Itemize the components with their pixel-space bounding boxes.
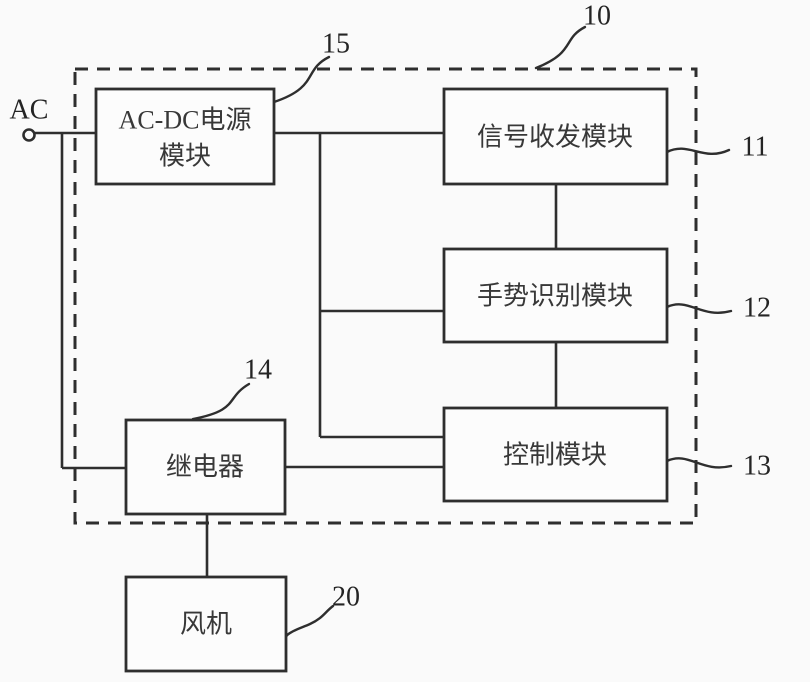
leader-line-15	[272, 55, 331, 104]
block-relay-rect	[124, 418, 287, 516]
block-fan: 风机	[124, 575, 288, 673]
leader-line-10	[534, 25, 587, 70]
block-gesture-recognition-module: 手势识别模块	[442, 247, 669, 344]
block-signal-transceiver-rect	[442, 87, 669, 186]
block-acdc-power-module: AC-DC电源 模块	[94, 87, 276, 186]
leader-line-12	[665, 303, 733, 314]
block-relay-label: 继电器	[166, 453, 244, 482]
block-acdc-power-label-line2: 模块	[159, 142, 211, 171]
block-gesture-recognition-label: 手势识别模块	[477, 282, 633, 311]
ref-label-13: 13	[743, 451, 771, 482]
block-signal-transceiver-module: 信号收发模块	[442, 87, 669, 186]
ref-label-10: 10	[583, 1, 611, 32]
leader-line-20	[281, 604, 335, 651]
block-control-label: 控制模块	[503, 441, 607, 470]
block-control-module: 控制模块	[442, 406, 669, 503]
ref-label-12: 12	[743, 293, 771, 324]
ref-label-14: 14	[244, 355, 272, 386]
ref-label-11: 11	[742, 132, 769, 163]
block-relay: 继电器	[124, 418, 287, 516]
ac-input-label: AC	[10, 95, 49, 126]
leader-line-13	[665, 457, 733, 469]
ref-label-20: 20	[332, 582, 360, 613]
block-gesture-recognition-rect	[442, 247, 669, 344]
block-fan-label: 风机	[180, 610, 232, 639]
block-control-rect	[442, 406, 669, 503]
block-fan-rect	[124, 575, 288, 673]
block-acdc-power-label-line1: AC-DC电源	[119, 106, 252, 135]
system-boundary-box	[73, 67, 698, 525]
block-signal-transceiver-label: 信号收发模块	[477, 123, 633, 152]
leader-line-11	[665, 147, 731, 156]
leader-line-14	[191, 382, 251, 421]
ac-terminal-icon	[22, 128, 36, 142]
connection-wires	[35, 131, 558, 577]
ref-label-15: 15	[322, 29, 350, 60]
block-acdc-power-rect	[94, 87, 276, 186]
